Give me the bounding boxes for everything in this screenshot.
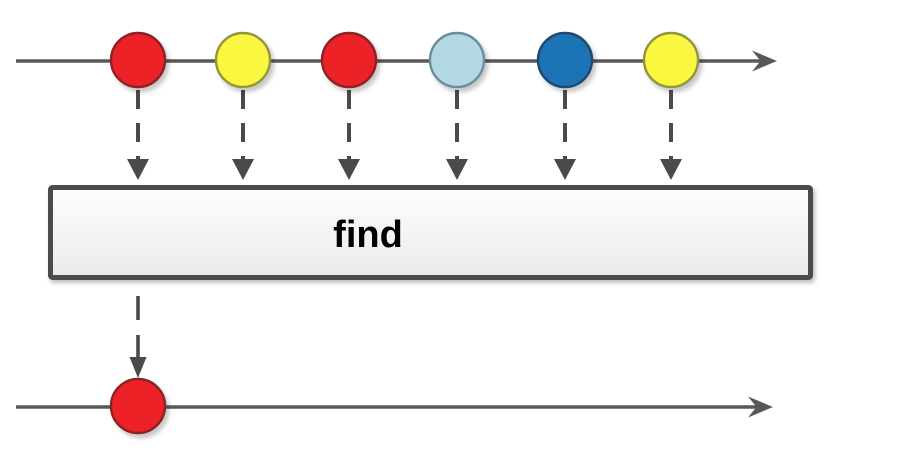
marble-red	[320, 31, 378, 89]
down-arrowhead-icon	[232, 159, 254, 180]
operator-label: find	[333, 214, 403, 256]
emission-arrows	[127, 90, 682, 180]
down-arrowhead-icon	[338, 159, 360, 180]
input-marbles	[109, 31, 700, 89]
timeline-arrowhead-icon	[748, 396, 773, 418]
timeline-arrowhead-icon	[752, 50, 777, 72]
marble-red	[109, 377, 167, 435]
marble-red	[109, 31, 167, 89]
output-marbles	[109, 377, 167, 435]
down-arrowhead-icon	[129, 357, 147, 378]
down-arrowhead-icon	[554, 159, 576, 180]
down-arrowhead-icon	[127, 159, 149, 180]
operator-box	[48, 185, 813, 280]
marble-light-blue	[428, 31, 486, 89]
marble-yellow	[642, 31, 700, 89]
down-arrowhead-icon	[446, 159, 468, 180]
down-arrowhead-icon	[660, 159, 682, 180]
marble-dark-blue	[536, 31, 594, 89]
marble-yellow	[214, 31, 272, 89]
operator-box-group: find	[48, 185, 813, 280]
result-arrow	[129, 296, 147, 378]
